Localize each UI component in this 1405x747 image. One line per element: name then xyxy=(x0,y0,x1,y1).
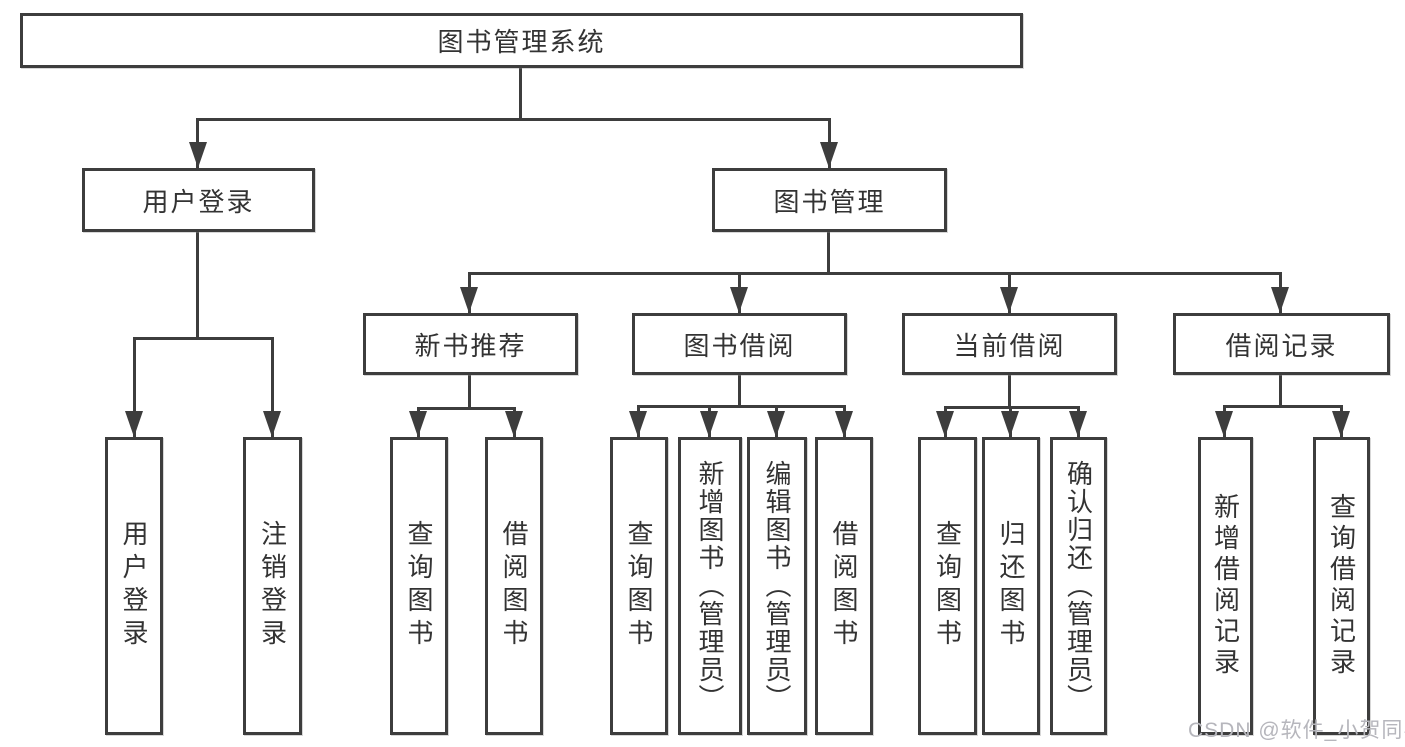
node-leaf-nbr-borrow-book: 借阅图书 xyxy=(485,437,543,735)
node-root: 图书管理系统 xyxy=(20,13,1023,68)
connector-line xyxy=(468,375,471,409)
node-root-label: 图书管理系统 xyxy=(437,27,606,57)
arrowhead-icon xyxy=(505,411,523,437)
node-leaf-cb-return-book-label: 归还图书 xyxy=(996,520,1026,652)
connector-line xyxy=(196,232,199,340)
connector-line xyxy=(197,118,830,121)
node-leaf-bb-query-book: 查询图书 xyxy=(610,437,668,735)
node-borrow-records: 借阅记录 xyxy=(1173,313,1390,375)
node-leaf-bb-add-book-admin-label: 新增图书（管理员） xyxy=(695,460,725,712)
arrowhead-icon xyxy=(409,411,427,437)
connector-line xyxy=(133,337,136,437)
node-borrow-records-label: 借阅记录 xyxy=(1225,330,1338,361)
node-leaf-bb-query-book-label: 查询图书 xyxy=(624,520,654,652)
node-leaf-nbr-query-book-label: 查询图书 xyxy=(404,520,434,652)
connector-line xyxy=(133,337,273,340)
node-leaf-cb-return-book: 归还图书 xyxy=(982,437,1040,735)
connector-line xyxy=(468,272,1282,275)
connector-line xyxy=(738,375,741,408)
node-current-borrow-label: 当前借阅 xyxy=(953,330,1066,361)
connector-line xyxy=(271,337,274,437)
node-leaf-user-login: 用户登录 xyxy=(105,437,163,735)
arrowhead-icon xyxy=(730,287,748,313)
node-current-borrow: 当前借阅 xyxy=(902,313,1117,375)
connector-line xyxy=(1279,375,1282,408)
node-leaf-nbr-query-book: 查询图书 xyxy=(390,437,448,735)
node-leaf-br-add-record: 新增借阅记录 xyxy=(1198,437,1253,735)
arrowhead-icon xyxy=(189,142,207,168)
node-book-management-label: 图书管理 xyxy=(773,186,886,217)
node-leaf-br-query-record-label: 查询借阅记录 xyxy=(1326,493,1357,679)
node-user-login: 用户登录 xyxy=(82,168,315,232)
node-leaf-br-add-record-label: 新增借阅记录 xyxy=(1210,493,1241,679)
arrowhead-icon xyxy=(700,411,718,437)
node-book-borrow-label: 图书借阅 xyxy=(683,330,796,361)
node-leaf-cb-query-book-label: 查询图书 xyxy=(932,520,963,652)
arrowhead-icon xyxy=(125,411,143,437)
node-book-borrow: 图书借阅 xyxy=(632,313,847,375)
node-leaf-user-login-label: 用户登录 xyxy=(119,520,149,652)
node-leaf-bb-edit-book-admin: 编辑图书（管理员） xyxy=(747,437,807,735)
connector-line xyxy=(637,405,845,408)
node-user-login-label: 用户登录 xyxy=(142,186,255,217)
arrowhead-icon xyxy=(767,411,785,437)
arrowhead-icon xyxy=(629,411,647,437)
arrowhead-icon xyxy=(820,142,838,168)
node-leaf-nbr-borrow-book-label: 借阅图书 xyxy=(499,520,529,652)
connector-line xyxy=(827,232,830,274)
connector-line xyxy=(417,407,516,410)
node-leaf-cb-query-book: 查询图书 xyxy=(918,437,977,735)
node-leaf-logout-label: 注销登录 xyxy=(257,520,288,652)
node-leaf-bb-add-book-admin: 新增图书（管理员） xyxy=(678,437,742,735)
connector-line xyxy=(1223,405,1342,408)
arrowhead-icon xyxy=(1001,411,1019,437)
arrowhead-icon xyxy=(263,411,281,437)
arrowhead-icon xyxy=(460,287,478,313)
node-leaf-bb-borrow-book-label: 借阅图书 xyxy=(829,520,859,652)
csdn-watermark: CSDN @软件_小贺同学 xyxy=(1188,719,1405,742)
arrowhead-icon xyxy=(1332,411,1350,437)
node-leaf-logout: 注销登录 xyxy=(243,437,302,735)
arrowhead-icon xyxy=(1069,411,1087,437)
arrowhead-icon xyxy=(1215,411,1233,437)
node-leaf-bb-edit-book-admin-label: 编辑图书（管理员） xyxy=(762,460,792,712)
node-new-book-recommend-label: 新书推荐 xyxy=(414,330,527,361)
node-book-management: 图书管理 xyxy=(712,168,947,232)
arrowhead-icon xyxy=(1000,287,1018,313)
arrowhead-icon xyxy=(1271,287,1289,313)
arrowhead-icon xyxy=(936,411,954,437)
node-leaf-br-query-record: 查询借阅记录 xyxy=(1313,437,1370,735)
arrowhead-icon xyxy=(835,411,853,437)
node-leaf-cb-confirm-return-admin-label: 确认归还（管理员） xyxy=(1063,460,1094,712)
node-new-book-recommend: 新书推荐 xyxy=(363,313,578,375)
node-leaf-bb-borrow-book: 借阅图书 xyxy=(815,437,873,735)
connector-line xyxy=(1008,375,1011,409)
connector-line xyxy=(519,68,522,120)
node-leaf-cb-confirm-return-admin: 确认归还（管理员） xyxy=(1050,437,1107,735)
